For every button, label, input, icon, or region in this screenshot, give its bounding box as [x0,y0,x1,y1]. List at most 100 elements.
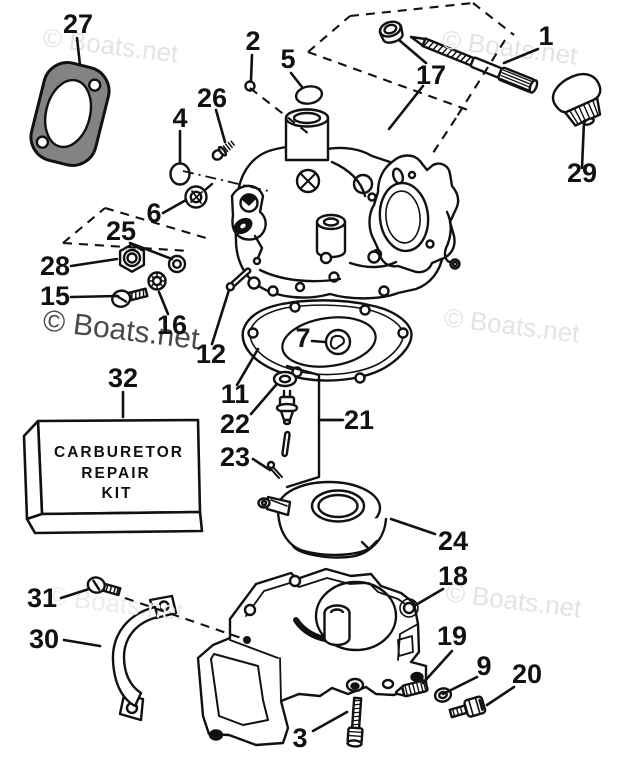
leader-line [502,47,540,65]
leader-line [161,198,188,215]
part-2-ball [244,80,256,92]
callout-11: 11 [221,379,250,409]
dashed-line [62,241,190,253]
leader-line [251,457,272,472]
callout-leader-lines [59,36,586,733]
dashed-line [104,206,207,240]
leader-line [580,119,586,170]
dash-dot-line [182,170,269,192]
watermark-text: © Boats.net [440,24,580,70]
callout-1: 1 [538,21,553,51]
part-30-clamp [111,594,178,722]
kit-box-line-2: REPAIR [81,465,150,482]
part-24-float-bowl [257,480,388,559]
leader-line [128,241,174,261]
leader-line [397,38,428,65]
leader-line [289,71,304,89]
callout-4: 4 [172,103,187,133]
leader-line [441,675,479,696]
callout-7: 7 [295,323,310,353]
leader-line [421,649,454,685]
part-26-screw [211,140,235,161]
leader-line [235,347,260,387]
part-31-screw [86,576,122,597]
dashed-line [124,597,245,640]
part-20-screw [448,695,487,719]
leader-line [210,288,231,346]
part-12-pin [225,267,252,292]
watermark-text: © Boats.net [442,302,582,348]
dashed-line [472,2,515,36]
callout-18: 18 [438,561,468,591]
part-15-screw [111,287,149,308]
callout-29: 29 [567,158,597,188]
leader-line [157,290,170,316]
part-19-screw [395,679,429,698]
leader-line [249,53,254,82]
callout-12: 12 [196,339,226,369]
leader-line [310,339,327,344]
callout-26: 26 [197,83,227,113]
kit-group-21-bracket [285,364,344,489]
callout-2: 2 [245,26,260,56]
kit-box-line-1: CARBURETOR [54,444,184,461]
dashed-line [249,87,310,135]
kit-box-label: CARBURETOR REPAIR KIT [54,444,184,502]
leader-line [59,587,91,600]
callout-27: 27 [63,9,93,39]
dashed-line [307,15,351,53]
callout-9: 9 [476,651,491,681]
callout-28: 28 [40,251,70,281]
part-18-lower-carburetor-body [196,567,428,747]
callout-31: 31 [27,583,57,613]
leader-line [485,685,516,707]
part-6-screw [184,182,214,209]
part-3-bolt [346,696,364,748]
callout-20: 20 [512,659,542,689]
leader-line [311,710,349,733]
callout-19: 19 [437,621,467,651]
part-27-mount-gasket [29,61,111,167]
part-16-lock-washer [147,271,167,291]
callout-17: 17 [416,60,446,90]
part-1-needle-valve [409,35,539,94]
dashed-line [430,117,457,157]
part-29-knob [551,73,602,127]
callout-22: 22 [220,409,250,439]
leader-line [69,257,119,268]
leader-line [389,517,437,536]
callout-25: 25 [106,216,136,246]
part-23-clip [266,460,283,479]
part-upper-carburetor-body [230,108,461,300]
part-32-repair-kit-box [22,418,204,535]
callout-23: 23 [220,442,250,472]
callout-3: 3 [292,723,307,753]
callout-16: 16 [157,310,187,340]
dashed-line [349,1,474,18]
part-25-washer [167,254,187,274]
leader-line [387,84,425,131]
dashed-line [62,207,106,244]
callout-5: 5 [280,44,295,74]
part-4-plug [169,162,191,186]
callout-6: 6 [146,198,161,228]
leader-line [249,383,278,416]
part-17-packing-cap [378,20,404,44]
callout-24: 24 [438,526,468,556]
callout-30: 30 [29,624,59,654]
leader-line [412,587,445,608]
callout-32: 32 [108,363,138,393]
leader-line [69,294,120,299]
callout-21: 21 [344,405,374,435]
dashed-line [307,51,469,111]
callout-15: 15 [40,281,70,311]
leader-line [75,36,82,67]
kit-box-line-3: KIT [102,485,133,502]
leader-line [214,108,227,144]
part-5-plug [294,85,324,105]
part-7-diaphragm-gasket [241,299,413,384]
parts-artwork [22,20,602,748]
